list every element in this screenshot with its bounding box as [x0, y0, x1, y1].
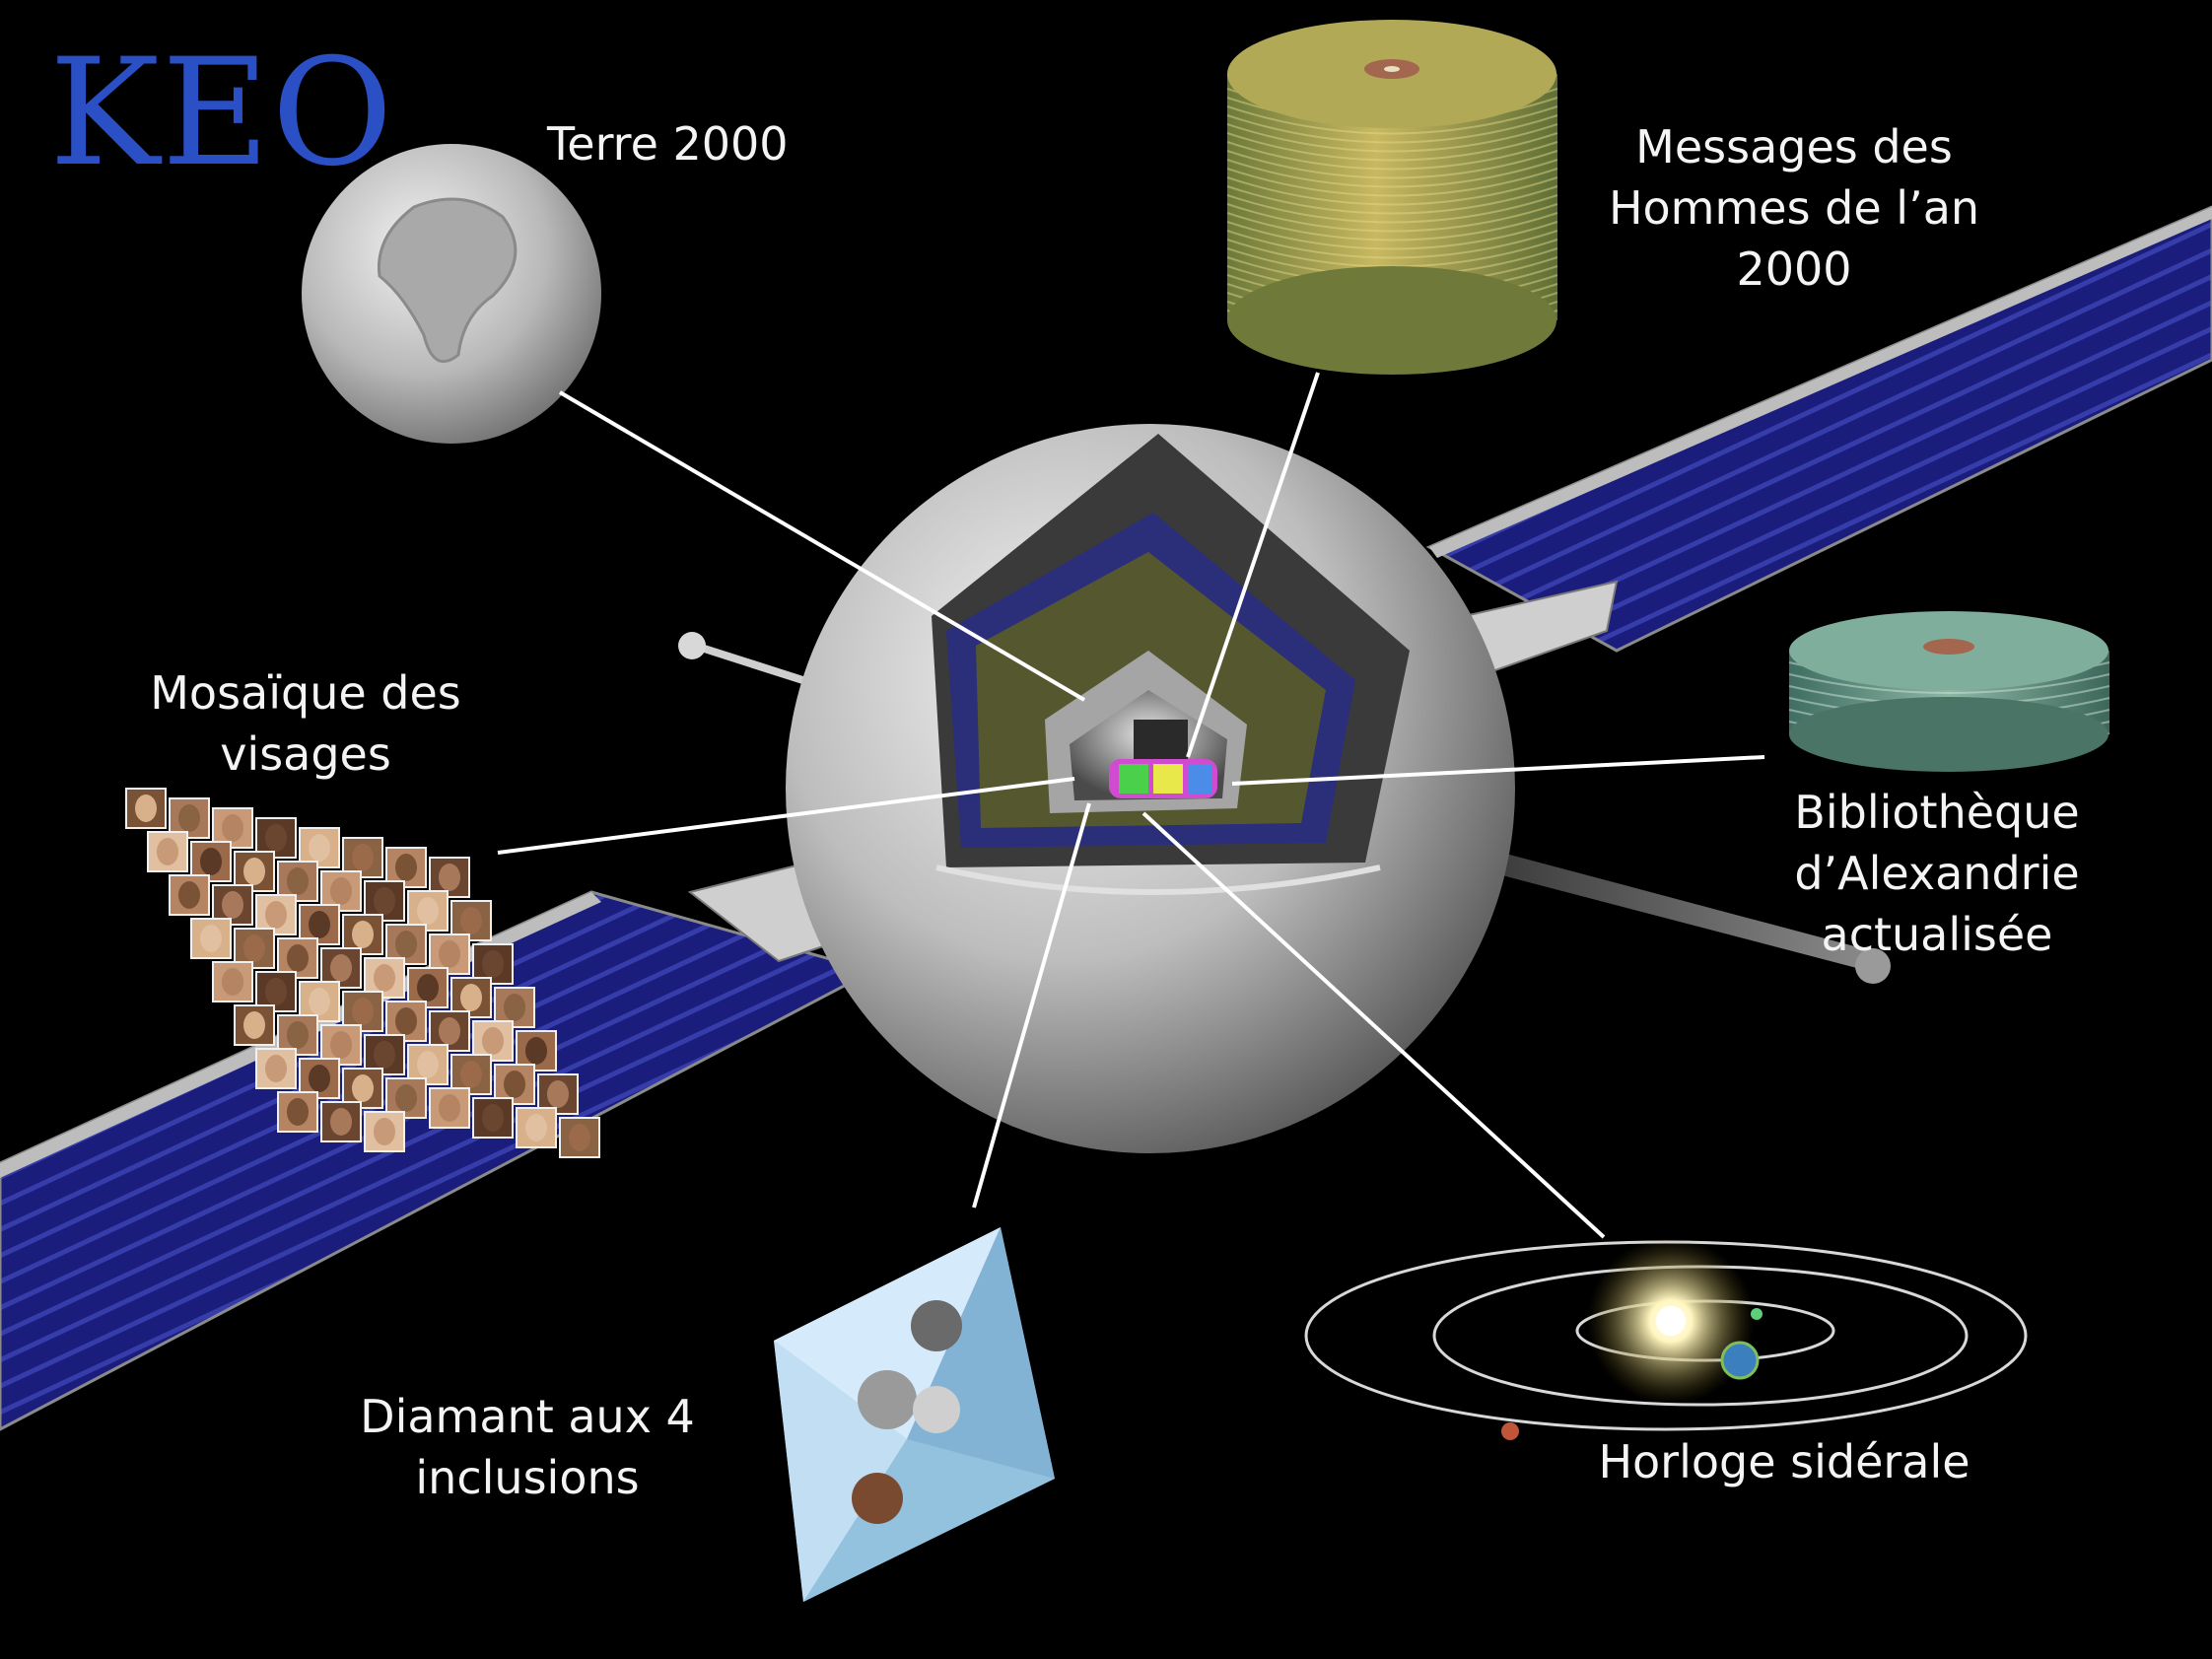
label-diamant: Diamant aux 4 inclusions	[360, 1390, 695, 1504]
keo-logo: KEO	[49, 28, 395, 199]
label-bibliotheque: Bibliothèque d’Alexandrie actualisée	[1794, 786, 2080, 961]
face-mosaic-icon	[125, 788, 600, 1158]
leader-mosaique	[497, 777, 1075, 855]
antenna-left	[678, 632, 820, 689]
label-terre-2000: Terre 2000	[547, 117, 789, 171]
leader-bibliotheque	[1231, 755, 1765, 786]
keo-satellite-sphere	[786, 424, 1515, 1153]
disc-stack-icon	[1226, 20, 1558, 375]
earth-globe-icon	[302, 144, 601, 444]
leader-lines	[497, 372, 1765, 1239]
antenna-right	[1410, 828, 1891, 984]
leader-diamant	[972, 802, 1091, 1209]
label-mosaique: Mosaïque des visages	[150, 666, 461, 781]
label-messages: Messages des Hommes de l’an 2000	[1608, 120, 1980, 296]
label-horloge: Horloge sidérale	[1598, 1435, 1970, 1488]
orbit-icon	[1304, 1237, 2028, 1440]
leader-messages	[1186, 372, 1320, 758]
leader-horloge	[1141, 811, 1606, 1239]
library-disc-stack-icon	[1788, 611, 2110, 772]
leader-terre	[558, 390, 1086, 702]
diamond-octahedron-icon	[774, 1227, 1055, 1602]
